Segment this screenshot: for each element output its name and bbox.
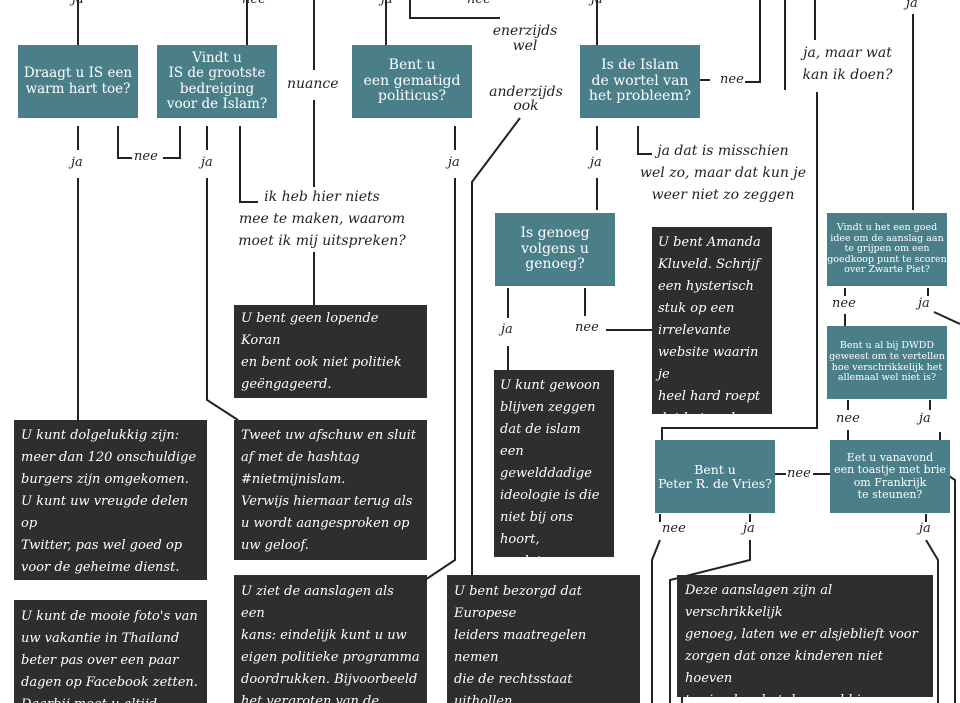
label-nee-peter: nee (662, 521, 686, 536)
question-dwdd: Bent u al bij DWDD geweest om te vertell… (827, 326, 947, 399)
label-ja-toast: ja (919, 521, 931, 536)
label-ja-top1: ja (72, 0, 84, 8)
question-enough: Is genoeg volgens u genoeg? (495, 213, 615, 286)
label-anderzijds: anderzijds ook (489, 84, 563, 114)
label-niets: ik heb hier niets mee te maken, waarom m… (238, 189, 406, 249)
label-nee-warm-threat: nee (134, 149, 158, 164)
answer-children: Deze aanslagen zijn al verschrikkelijk g… (677, 575, 933, 697)
label-ja-top2: ja (381, 0, 393, 8)
answer-kluveld: U bent Amanda Kluveld. Schrijf een hyste… (652, 227, 772, 414)
label-nee-enough: nee (575, 320, 599, 335)
label-ja-maar: ja, maar wat kan ik doen? (802, 45, 893, 83)
answer-ideology: U kunt gewoon blijven zeggen dat de isla… (494, 370, 614, 557)
label-nee-peter-toast: nee (787, 466, 811, 481)
label-ja-threat: ja (201, 155, 213, 170)
answer-tweet: Tweet uw afschuw en sluit af met de hash… (234, 420, 427, 560)
question-is-warm: Draagt u IS een warm hart toe? (18, 45, 138, 118)
label-ja-warm: ja (71, 155, 83, 170)
label-ja-dwdd: ja (919, 411, 931, 426)
question-zwarte-piet: Vindt u het een goed idee om de aanslag … (827, 213, 947, 286)
label-nee-root: nee (720, 72, 744, 87)
label-nee-dwdd: nee (836, 411, 860, 426)
label-ja-enough: ja (501, 322, 513, 337)
label-ja-top3: ja (591, 0, 603, 8)
question-peter: Bent u Peter R. de Vries? (655, 440, 775, 513)
label-ja-moderate: ja (448, 155, 460, 170)
question-moderate: Bent u een gematigd politicus? (352, 45, 472, 118)
answer-koran: U bent geen lopende Koran en bent ook ni… (234, 305, 427, 398)
answer-chance: U ziet de aanslagen als een kans: eindel… (234, 575, 427, 703)
question-toast: Eet u vanavond een toastje met brie om F… (830, 440, 950, 513)
label-enerzijds: enerzijds wel (492, 23, 558, 54)
answer-europe: U bent bezorgd dat Europese leiders maat… (447, 575, 640, 703)
label-ja-root: ja (590, 155, 602, 170)
question-root: Is de Islam de wortel van het probleem? (580, 45, 700, 118)
label-ja-top4: ja (906, 0, 918, 11)
label-ja-zp: ja (918, 296, 930, 311)
label-ja-peter: ja (743, 521, 755, 536)
label-misschien: ja dat is misschien wel zo, maar dat kun… (640, 143, 806, 203)
label-nee-zp: nee (832, 296, 856, 311)
label-nee-top1: nee (242, 0, 266, 8)
answer-happy: U kunt dolgelukkig zijn: meer dan 120 on… (14, 420, 207, 580)
question-is-threat: Vindt u IS de grootste bedreiging voor d… (157, 45, 277, 118)
label-nuance: nuance (287, 76, 339, 92)
answer-photos: U kunt de mooie foto's van uw vakantie i… (14, 600, 207, 703)
label-nee-top2: nee (467, 0, 491, 8)
